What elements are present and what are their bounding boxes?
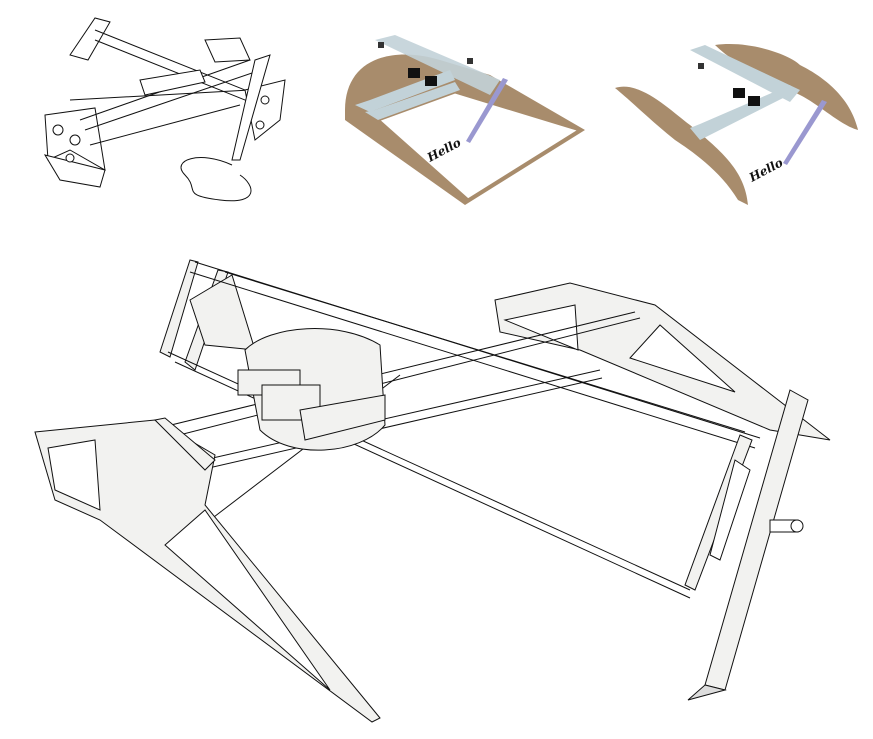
carriage xyxy=(139,69,206,96)
back-left-plate xyxy=(69,17,111,61)
exploded-assembly-panel xyxy=(34,259,831,723)
pen xyxy=(466,78,508,143)
pen-nib xyxy=(687,684,727,701)
drawn-curve xyxy=(180,157,252,202)
plate-cutout xyxy=(629,324,736,393)
frame-version-panel: Hello xyxy=(615,44,858,205)
left-foot xyxy=(43,154,106,188)
center-bracket xyxy=(204,37,251,63)
paper xyxy=(375,90,584,202)
board-version-panel: Hello xyxy=(345,35,585,206)
handwriting-hello: Hello xyxy=(746,155,785,185)
pen xyxy=(231,54,271,161)
pen xyxy=(783,100,827,165)
line-sketch-panel xyxy=(43,17,286,202)
rod xyxy=(375,35,500,95)
back-left-frame xyxy=(159,259,199,358)
